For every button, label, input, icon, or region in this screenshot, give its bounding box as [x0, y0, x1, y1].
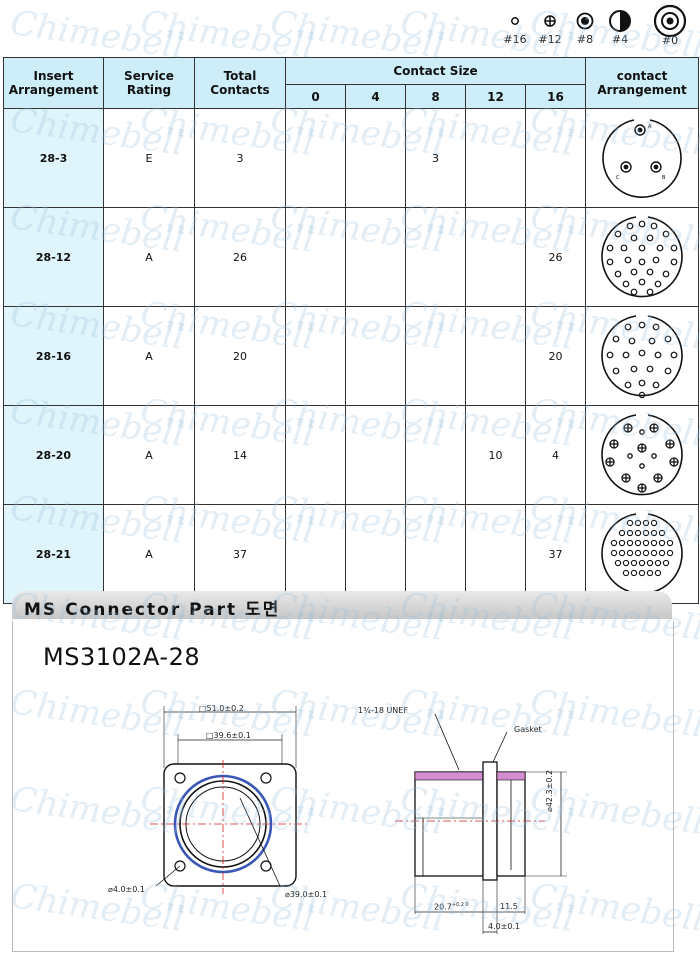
legend-item-12: #12	[535, 6, 565, 46]
cell-size-0	[285, 207, 346, 307]
header-insert-arrangement: Insert Arrangement	[3, 57, 104, 109]
cell-size-16	[524, 108, 587, 208]
cell-total: 14	[194, 405, 286, 505]
svg-text:C: C	[616, 175, 620, 181]
crosshair-circle-icon	[544, 15, 556, 27]
cell-total: 3	[194, 108, 286, 208]
cell-total: 20	[194, 306, 286, 406]
cell-size-16: 37	[524, 504, 587, 604]
insert-face-diagram	[601, 413, 683, 495]
header-size-8: 8	[405, 84, 466, 109]
table-row: 28-12 A 26 26	[3, 207, 700, 307]
arrangement-diagram-28-20	[585, 405, 700, 505]
svg-text:A: A	[648, 124, 652, 130]
arrangement-diagram-28-3: A C B	[585, 108, 700, 208]
cell-size-0	[285, 504, 346, 604]
dim-hole: ⌀4.0±0.1	[108, 885, 145, 894]
cell-size-12	[465, 504, 526, 604]
cell-service: A	[103, 207, 195, 307]
cell-size-4	[345, 504, 406, 604]
dim-flange: □51.0±0.2	[199, 704, 244, 713]
dim-flange-thickness: 4.0±0.1	[488, 922, 521, 931]
cell-service: E	[103, 108, 195, 208]
header-size-0: 0	[285, 84, 346, 109]
dim-bore: ⌀39.0±0.1	[285, 890, 328, 899]
dim-thread: 1¾-18 UNEF	[358, 706, 408, 715]
header-size-12: 12	[465, 84, 526, 109]
table-row: 28-3 E 3 3 A C B	[3, 108, 700, 208]
cell-insert: 28-12	[3, 207, 104, 307]
target-circle-icon	[576, 12, 594, 30]
cell-size-4	[345, 207, 406, 307]
cell-size-16: 4	[524, 405, 587, 505]
legend-item-4: #4	[605, 6, 635, 46]
dot-small-icon	[511, 17, 519, 25]
arrangement-diagram-28-21	[585, 504, 700, 604]
legend-item-16: #16	[500, 6, 530, 46]
contact-size-legend: #16 #12 #8 #4 #0	[500, 3, 700, 56]
part-number-title: MS3102A-28	[43, 643, 201, 671]
cell-size-8	[405, 504, 466, 604]
header-service-rating: Service Rating	[103, 57, 195, 109]
cell-size-8: 3	[405, 108, 466, 208]
cell-size-16: 26	[524, 207, 587, 307]
cell-size-8	[405, 405, 466, 505]
header-size-16: 16	[524, 84, 587, 109]
large-ring-icon	[653, 4, 687, 38]
dim-bolt-spacing: □39.6±0.1	[206, 731, 251, 740]
svg-text:B: B	[662, 175, 666, 181]
section-title: MS Connector Part 도면	[24, 600, 281, 620]
cell-size-0	[285, 405, 346, 505]
cell-service: A	[103, 504, 195, 604]
cell-size-8	[405, 306, 466, 406]
dim-flange-to-end: 11.5	[500, 902, 518, 911]
cell-total: 37	[194, 504, 286, 604]
cell-size-12: 10	[465, 405, 526, 505]
arrangement-diagram-28-16	[585, 306, 700, 406]
cell-size-12	[465, 306, 526, 406]
drawing-frame	[12, 621, 674, 952]
header-total-contacts: Total Contacts	[194, 57, 286, 109]
section-header-band: MS Connector Part 도면	[12, 591, 672, 620]
cell-insert: 28-16	[3, 306, 104, 406]
insert-face-diagram	[601, 314, 683, 398]
table-row: 28-21 A 37 37	[3, 504, 700, 604]
cell-service: A	[103, 306, 195, 406]
dim-diameter: ⌀42.3±0.2	[545, 769, 554, 812]
legend-item-0: #0	[650, 3, 690, 47]
side-view-drawing	[395, 713, 567, 934]
cell-size-4	[345, 108, 406, 208]
cell-insert: 28-3	[3, 108, 104, 208]
cell-size-12	[465, 207, 526, 307]
table-row: 28-16 A 20 20	[3, 306, 700, 406]
cell-total: 26	[194, 207, 286, 307]
header-size-4: 4	[345, 84, 406, 109]
gasket-label: Gasket	[514, 725, 542, 734]
insert-arrangement-table: Insert Arrangement Service Rating Total …	[3, 57, 700, 604]
insert-face-diagram	[601, 512, 683, 594]
header-contact-arrangement: contact Arrangement	[585, 57, 700, 109]
cell-service: A	[103, 405, 195, 505]
arrangement-diagram-28-12	[585, 207, 700, 307]
front-view-drawing	[150, 706, 310, 894]
half-circle-icon	[609, 10, 631, 32]
insert-face-diagram	[601, 215, 683, 297]
cell-size-0	[285, 306, 346, 406]
insert-face-diagram: A C B	[602, 118, 682, 198]
cell-size-0	[285, 108, 346, 208]
cell-insert: 28-21	[3, 504, 104, 604]
cell-size-16: 20	[524, 306, 587, 406]
dim-thread-length: 20.7+0.2 0	[434, 902, 469, 912]
cell-size-4	[345, 306, 406, 406]
header-contact-size: Contact Size	[284, 57, 587, 85]
table-row: 28-20 A 14 10 4	[3, 405, 700, 505]
cell-size-4	[345, 405, 406, 505]
legend-item-8: #8	[570, 6, 600, 46]
cell-insert: 28-20	[3, 405, 104, 505]
cell-size-8	[405, 207, 466, 307]
cell-size-12	[465, 108, 526, 208]
